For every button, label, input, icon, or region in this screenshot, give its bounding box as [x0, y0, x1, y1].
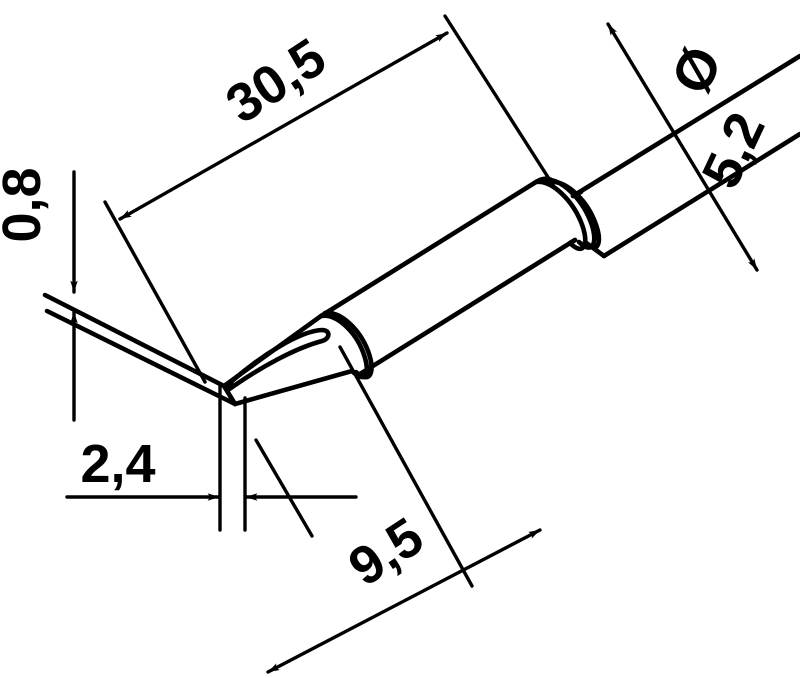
chisel-blade [42, 292, 238, 407]
conical-taper [221, 313, 355, 407]
dim-line-d52 [606, 22, 759, 272]
diameter-symbol-icon: Ø [659, 37, 735, 103]
ext-line-left-305 [103, 200, 207, 384]
dimension-shaft-diameter [606, 22, 759, 272]
dimension-blade-width [65, 384, 358, 532]
dim-label-9-5: 9,5 [338, 506, 434, 597]
ferrule-band [533, 176, 607, 259]
dim-label-2-4: 2,4 [80, 434, 155, 494]
dimension-cone-length [254, 345, 542, 674]
ext-line-95-left [254, 438, 314, 538]
dim-line-95 [266, 528, 542, 674]
dim-label-0-8: 0,8 [0, 167, 52, 242]
dimension-length-overall [103, 14, 555, 384]
ext-line-right-305 [443, 14, 555, 187]
part-outline [42, 53, 800, 407]
dim-label-30-5: 30,5 [216, 27, 337, 135]
cylindrical-shaft [318, 53, 800, 377]
dim-line-305 [118, 31, 449, 221]
collar-ellipse [318, 310, 374, 380]
dim-label-group-d52: Ø 5,2 [659, 37, 777, 197]
